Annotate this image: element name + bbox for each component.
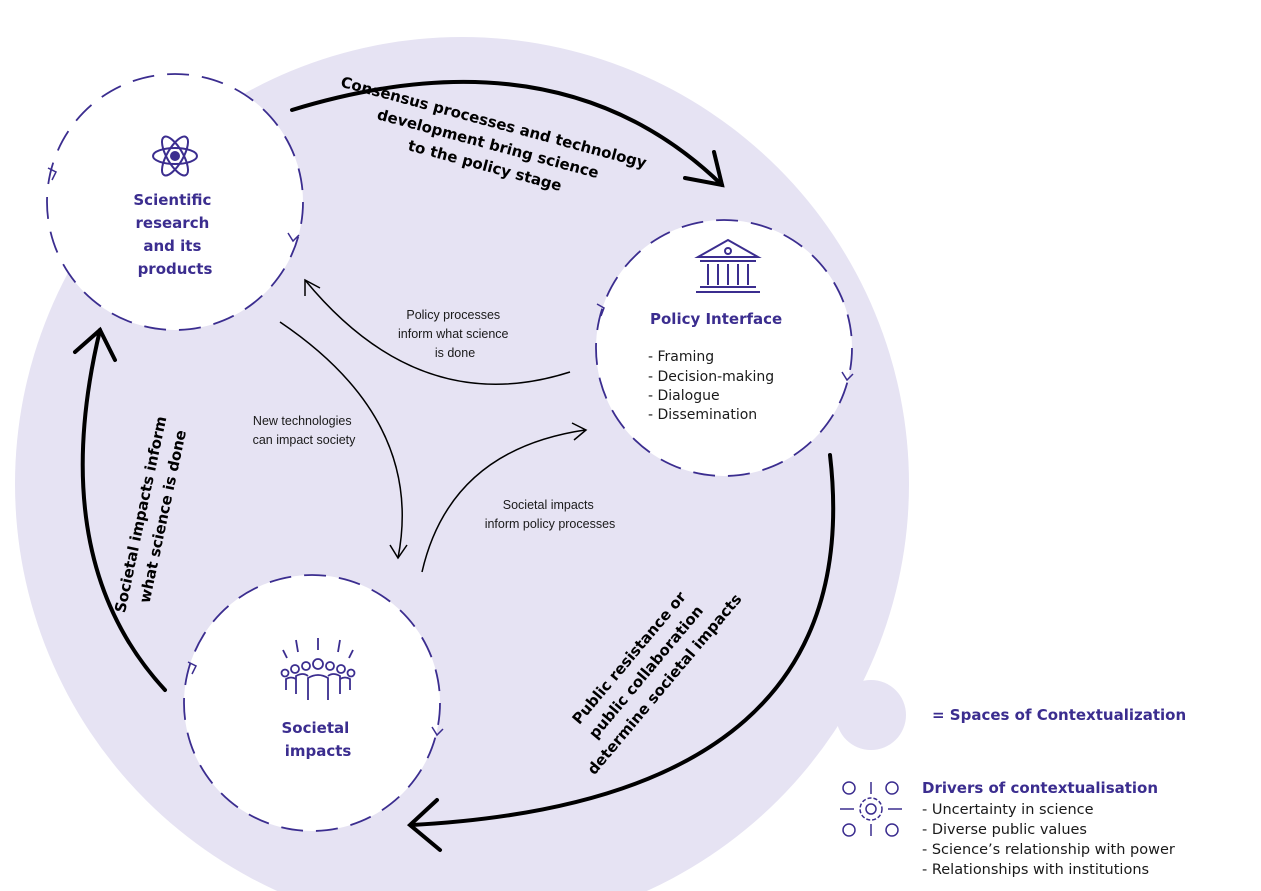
- policy-node-circle: [595, 219, 854, 477]
- legend-space-swatch: [836, 680, 906, 750]
- arrow-science-to-society: [279, 321, 408, 560]
- atom-icon: [152, 135, 198, 177]
- arrow-society-to-policy: [421, 422, 588, 573]
- legend-driver-item: - Relationships with institutions: [922, 862, 1149, 878]
- policy-stage-item: - Dialogue: [648, 388, 720, 404]
- legend-driver-item: - Diverse public values: [922, 822, 1087, 838]
- legend-spaces-label: = Spaces of Contextualization: [932, 706, 1186, 724]
- legend-drivers-list: - Uncertainty in science - Diverse publi…: [922, 802, 1175, 878]
- legend-driver-item: - Science’s relationship with power: [922, 842, 1175, 858]
- crowd-icon: [280, 638, 356, 700]
- science-node-title: Scientific research and its products: [133, 191, 216, 278]
- policy-stage-item: - Decision-making: [648, 369, 774, 385]
- society-informs-policy-label: Societal impacts inform policy processes: [485, 498, 616, 531]
- institution-building-icon: [694, 238, 762, 293]
- arrow-society-to-science: [73, 326, 167, 692]
- policy-stage-list: - Framing - Decision-making - Dialogue -…: [648, 349, 774, 423]
- arrow-policy-to-society: [406, 453, 836, 852]
- policy-stage-item: - Framing: [648, 349, 714, 365]
- policy-stage-item: - Dissemination: [648, 407, 757, 423]
- society-node-title: Societal impacts: [282, 719, 355, 760]
- legend-drivers-title: Drivers of contextualisation: [922, 779, 1158, 797]
- arrow-policy-to-science: [304, 278, 571, 385]
- policy-informs-science-label: Policy processes inform what science is …: [398, 308, 512, 360]
- tech-impacts-society-label: New technologies can impact society: [253, 414, 357, 447]
- legend-driver-item: - Uncertainty in science: [922, 802, 1094, 818]
- society-node-circle: [183, 574, 444, 832]
- science-node-circle: [46, 73, 304, 331]
- policy-node-title: Policy Interface: [650, 310, 782, 328]
- arrow-science-to-policy: [290, 79, 725, 188]
- gear-drivers-icon: [840, 781, 902, 837]
